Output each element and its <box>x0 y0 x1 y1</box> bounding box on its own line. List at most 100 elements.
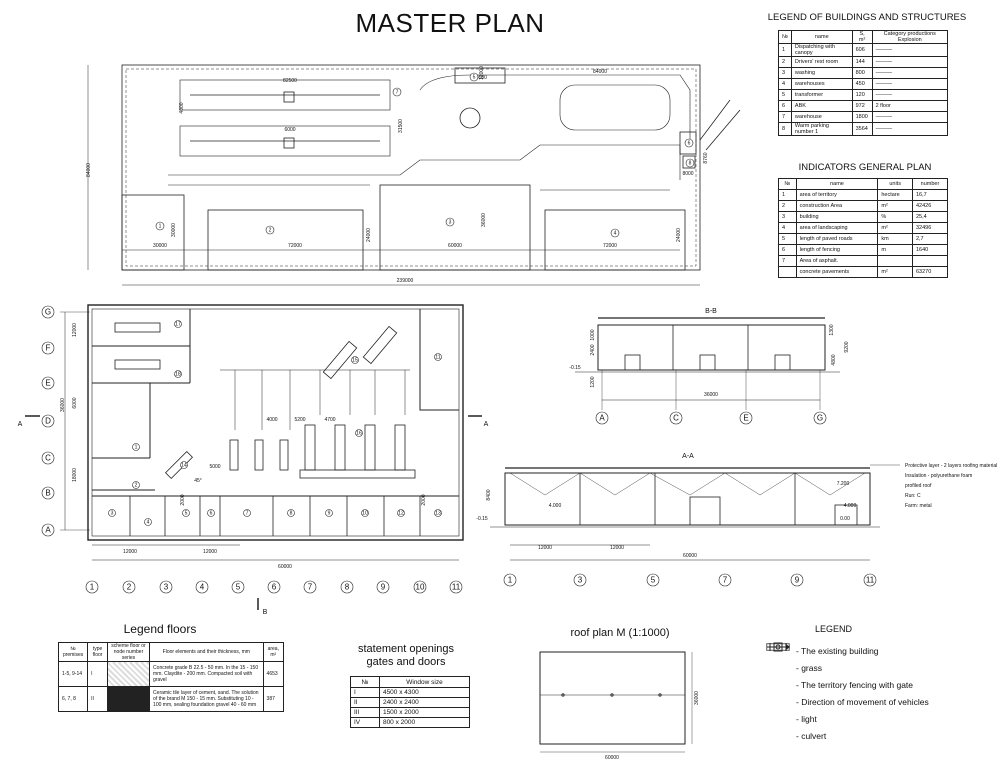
site-dim-label: 72000 <box>603 243 617 249</box>
floor-col-axis-marker <box>195 580 209 594</box>
floor-col-axis-marker <box>413 580 427 594</box>
section-aa-axis: 1 <box>508 575 513 584</box>
floor-dim-label: 5000 <box>209 464 220 470</box>
section-aa-axis-marker <box>790 573 804 587</box>
section-aa-axis-marker <box>503 573 517 587</box>
roof-plan <box>539 651 693 753</box>
floor-room-number: 13 <box>435 510 441 516</box>
site-building-number-marker <box>392 87 402 97</box>
floor-room-number-marker <box>174 370 182 378</box>
floor-room-number-marker <box>132 481 140 489</box>
buildings-table-header: S, m² <box>851 30 873 44</box>
site-building-3 <box>379 184 531 271</box>
floor-col-axis: 1 <box>90 582 95 591</box>
section-bb-dim: 1300 <box>829 324 835 335</box>
floor-room-number: 18 <box>175 371 181 377</box>
section-aa-dim: 8400 <box>486 489 492 500</box>
buildings-table-cell: Warm parking number 1 <box>790 122 853 136</box>
site-dim-label: 36000 <box>481 213 487 227</box>
floor-room-number-marker <box>207 509 215 517</box>
site-dim-label: 84000 <box>86 163 92 177</box>
section-aa-axis: 11 <box>866 575 875 584</box>
site-building-number-marker <box>265 225 275 235</box>
floor-room-number-marker <box>434 509 442 517</box>
site-building-number: 5 <box>473 75 476 81</box>
floor-row-axis: F <box>46 343 51 352</box>
floor-col-axis-marker <box>376 580 390 594</box>
section-bb-title: B-B <box>705 308 717 315</box>
section-aa-dim: 12000 <box>538 545 552 551</box>
floor-room-number: 7 <box>246 510 249 516</box>
site-building-8 <box>682 155 696 169</box>
section-mark-b: B <box>263 609 268 616</box>
site-building-number-marker <box>684 138 694 148</box>
section-aa-mark: 0.00 <box>840 516 850 522</box>
floor-col-axis: 11 <box>452 582 461 591</box>
site-building-number: 8 <box>689 161 692 167</box>
indicators-table-cell: concrete pavements <box>795 266 879 278</box>
section-aa-axis: 3 <box>578 575 583 584</box>
section-aa-axis: 5 <box>651 575 656 584</box>
floor-dim-label: 4000 <box>266 417 277 423</box>
floor-room-number-marker <box>355 429 363 437</box>
site-building-2 <box>207 209 364 271</box>
floor-col-axis-marker <box>159 580 173 594</box>
floor-row-axis-marker <box>41 486 55 500</box>
floor-room-number: 17 <box>175 321 181 327</box>
floor-room-number: 9 <box>328 510 331 516</box>
floor-dim-label: 12000 <box>123 549 137 555</box>
floor-room-number-marker <box>434 353 442 361</box>
floor-col-axis: 6 <box>272 582 277 591</box>
floor-room-number: 5 <box>185 510 188 516</box>
site-building-number-marker <box>685 158 695 168</box>
floor-dim-label: 36000 <box>60 398 66 412</box>
floor-dim-label: 2000 <box>421 494 427 505</box>
legend-item-label: - grass <box>796 662 822 673</box>
legend-item-label: - light <box>796 713 817 724</box>
floors-table-cell: 1-5, 9-14 <box>57 661 89 687</box>
floor-room-number: 3 <box>111 510 114 516</box>
floor-col-axis: 2 <box>127 582 132 591</box>
indicators-table-cell: 25,4 <box>911 211 949 223</box>
roof-plan-title: roof plan M (1:1000) <box>570 627 670 639</box>
section-mark-a-right: A <box>484 421 489 428</box>
site-dim-label: 24000 <box>676 228 682 242</box>
site-dim-label: 6000 <box>284 127 295 133</box>
floors-table-cell: 6, 7, 8 <box>57 686 89 712</box>
site-dim-label: 239000 <box>397 278 414 284</box>
floor-row-axis: A <box>45 525 51 534</box>
floor-dim-label: 2000 <box>180 494 186 505</box>
section-bb-axis-marker <box>739 411 753 425</box>
site-building-number: 3 <box>449 220 452 226</box>
legend-item-label: - The territory fencing with gate <box>796 679 914 690</box>
floor-room-number: 11 <box>435 354 440 360</box>
floor-row-axis-marker <box>41 376 55 390</box>
section-mark-a-left: A <box>18 421 23 428</box>
section-aa-axis-marker <box>718 573 732 587</box>
floor-room-number: 1 <box>135 444 138 450</box>
site-building-number: 6 <box>688 141 691 147</box>
section-bb-axis-marker <box>813 411 827 425</box>
site-dim-label: 24000 <box>366 228 372 242</box>
floor-dim-label: 4700 <box>324 417 335 423</box>
section-aa-mark: 4.000 <box>844 503 857 509</box>
floor-row-axis-marker <box>41 523 55 537</box>
floor-col-axis: 4 <box>200 582 205 591</box>
floor-col-axis-marker <box>340 580 354 594</box>
floor-row-axis: B <box>45 488 50 497</box>
section-bb-axis: G <box>817 413 823 422</box>
legend-floors-title: Legend floors <box>123 622 197 636</box>
section-aa <box>490 464 900 561</box>
site-building-6 <box>679 131 697 155</box>
roof-dim-label: 60000 <box>605 755 619 761</box>
section-bb-axis-marker <box>595 411 609 425</box>
floor-col-axis-marker <box>85 580 99 594</box>
site-building-number: 1 <box>159 224 162 230</box>
openings-table-cell: 800 x 2000 <box>378 717 471 728</box>
